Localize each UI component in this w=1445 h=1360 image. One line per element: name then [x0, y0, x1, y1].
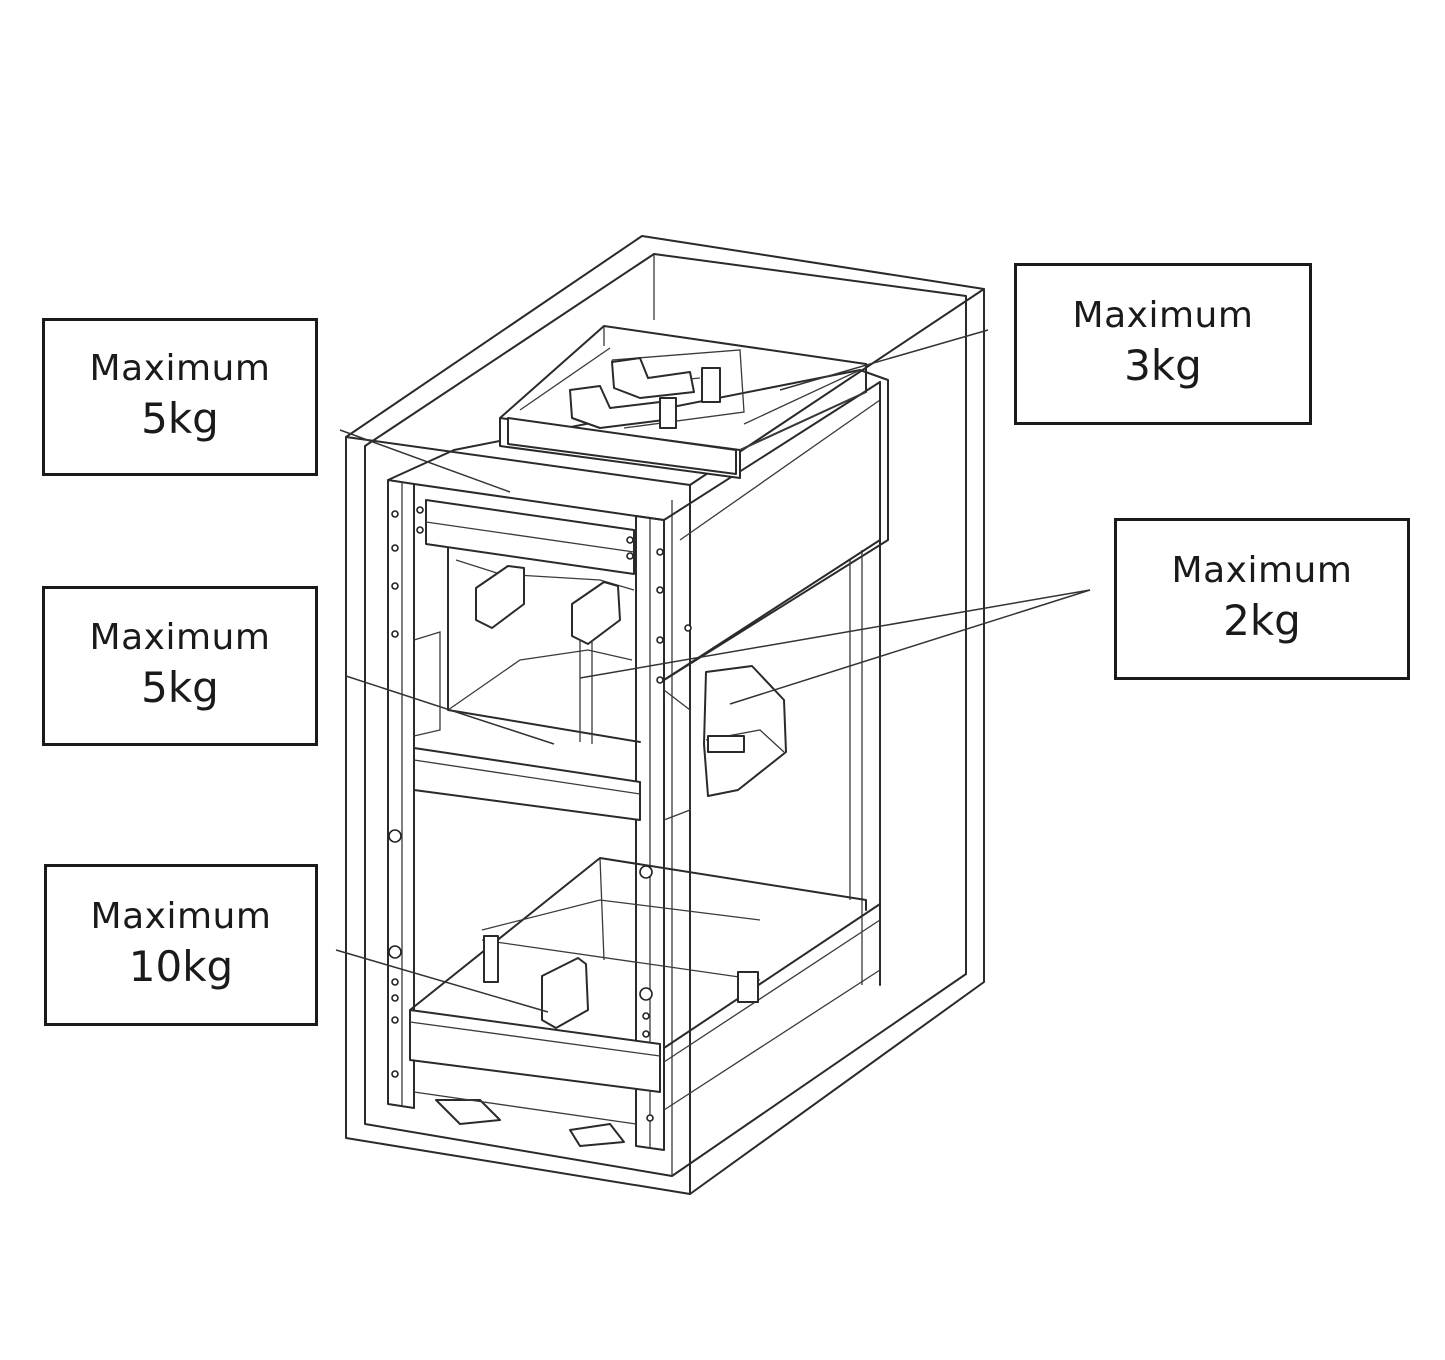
load-label-bottom-left: Maximum 10kg [44, 864, 318, 1026]
load-label-top-left: Maximum 5kg [42, 318, 318, 476]
leader-bottom-left [335, 949, 549, 1013]
label-title: Maximum [89, 617, 271, 658]
label-value: 5kg [141, 663, 219, 712]
label-value: 3kg [1124, 341, 1202, 390]
label-title: Maximum [1171, 550, 1353, 591]
label-title: Maximum [1072, 295, 1254, 336]
leader-mid-right-b [729, 589, 1091, 705]
top-basket [499, 325, 867, 479]
label-value: 5kg [141, 394, 219, 443]
leader-mid-left [345, 675, 555, 745]
load-label-mid-right: Maximum 2kg [1114, 518, 1410, 680]
label-title: Maximum [89, 348, 271, 389]
load-label-mid-left: Maximum 5kg [42, 586, 318, 746]
label-title: Maximum [90, 896, 272, 937]
side-basket [663, 665, 787, 821]
middle-basket [413, 547, 641, 821]
load-label-top-right: Maximum 3kg [1014, 263, 1312, 425]
label-value: 10kg [128, 942, 234, 991]
label-value: 2kg [1223, 596, 1301, 645]
leader-lines [335, 329, 1091, 1013]
leader-mid-right-a [579, 589, 1091, 679]
leader-top-right [779, 329, 989, 391]
leader-top-left [339, 429, 511, 493]
bottom-basket [409, 857, 881, 1147]
